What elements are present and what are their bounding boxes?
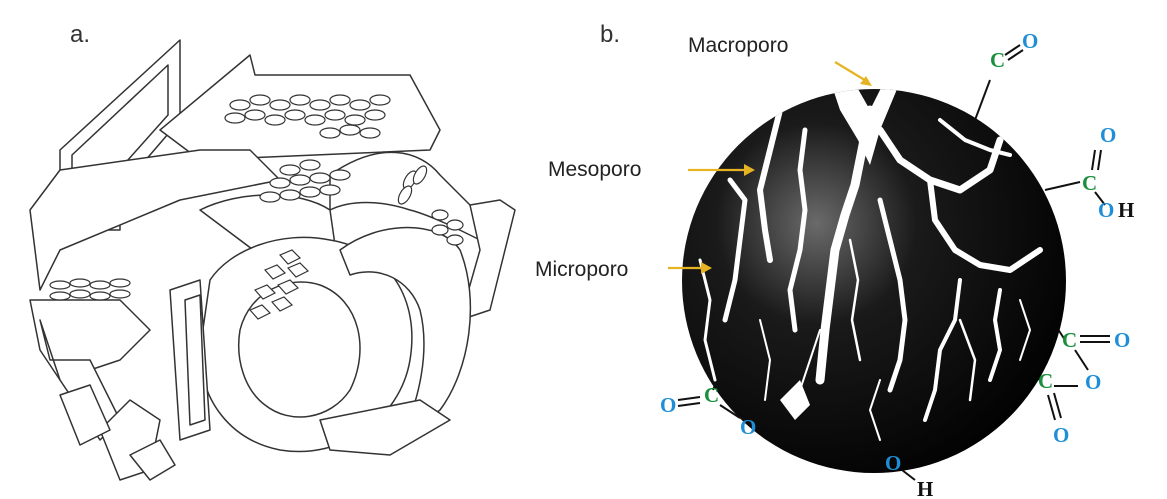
arrow-macro — [835, 62, 868, 82]
carbon-particle — [682, 70, 1066, 473]
sheet-top — [160, 55, 440, 160]
carbon-structure-drawing — [30, 40, 515, 480]
atom-o: O — [660, 393, 676, 417]
atom-o: O — [1053, 423, 1069, 447]
label-macroporo: Macroporo — [688, 34, 788, 57]
atom-h: H — [917, 477, 933, 499]
atom-o: O — [1085, 370, 1101, 394]
panel-b: b. — [535, 21, 1134, 499]
panel-a-label: a. — [70, 21, 90, 48]
atom-c: C — [1062, 328, 1077, 352]
panel-a: a. — [30, 21, 515, 480]
functional-group-carboxyl-right: O C O H — [1082, 123, 1134, 222]
functional-group-carbonyl-top: C O — [990, 29, 1038, 72]
functional-group-lactone-right-2: C O — [1038, 369, 1078, 447]
atom-o: O — [1022, 29, 1038, 53]
hex-cluster-left — [50, 279, 130, 300]
functional-group-lactone-right-1: C O O — [1062, 328, 1130, 394]
atom-o: O — [1100, 123, 1116, 147]
label-microporo: Microporo — [535, 258, 628, 281]
atom-o: O — [1098, 198, 1114, 222]
atom-c: C — [1038, 369, 1053, 393]
label-mesoporo: Mesoporo — [548, 158, 641, 181]
roll-bottom-inner — [239, 282, 360, 417]
atom-o: O — [740, 415, 756, 439]
atom-c: C — [990, 48, 1005, 72]
panel-b-label: b. — [600, 21, 620, 48]
atom-h: H — [1118, 198, 1134, 222]
atom-o: O — [1114, 328, 1130, 352]
atom-c: C — [1082, 171, 1097, 195]
atom-c: C — [704, 383, 719, 407]
atom-o: O — [885, 451, 901, 475]
